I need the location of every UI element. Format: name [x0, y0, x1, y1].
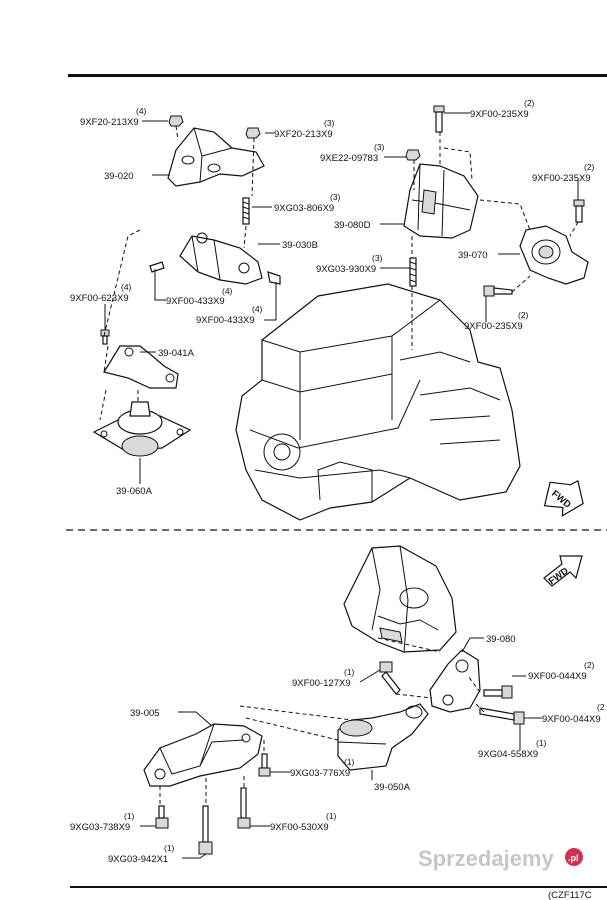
qty-f9: (4): [252, 304, 263, 314]
code-f8: 9XF00-433X9: [166, 296, 225, 307]
label-39-080: 39-080: [486, 634, 516, 645]
qty-f10: (3): [372, 253, 383, 263]
code-f4: 9XE22-09783: [320, 153, 378, 164]
part-39-080-bracket: [429, 649, 481, 713]
code-f9: 9XF00-433X9: [196, 315, 255, 326]
code-f18: 9XF00-530X9: [270, 822, 329, 833]
part-39-080d-bracket: [403, 163, 479, 239]
bolt-433-b: [267, 271, 281, 285]
code-f5: 9XF00-235X9: [532, 173, 591, 184]
label-39-080d: 39-080D: [334, 220, 371, 231]
code-f14: 9XF00-044X9: [542, 714, 601, 725]
qty-f14: (2: [597, 702, 605, 712]
code-f7: 9XF00-623X9: [70, 293, 129, 304]
bolt-235-top: [433, 105, 445, 133]
label-39-005: 39-005: [130, 708, 160, 719]
qty-f8: (4): [222, 286, 233, 296]
code-f17: 9XG03-738X9: [70, 822, 130, 833]
qty-f17: (1): [124, 811, 135, 821]
qty-f16: (1): [344, 757, 355, 767]
engine-block: [235, 283, 521, 521]
qty-f13: (2): [584, 660, 595, 670]
part-39-070-mount: [519, 225, 589, 285]
part-39-030b-bracket: [179, 232, 263, 285]
bolt-433-a: [149, 261, 165, 273]
watermark-logo: Sprzedajemy .pl: [418, 846, 583, 871]
code-f12: 9XF00-127X9: [292, 678, 351, 689]
code-f19: 9XG03-942X1: [108, 854, 168, 865]
qty-f19: (1): [164, 843, 175, 853]
label-39-030b: 39-030B: [282, 240, 318, 251]
code-f2: 9XF20-213X9: [274, 129, 333, 140]
fwd-arrow-bottom-icon: FWD: [543, 555, 583, 587]
bolt-235-lower: [483, 285, 513, 297]
stud-9xg03-806x9: [242, 197, 250, 225]
qty-f5: (2): [584, 162, 595, 172]
code-f15: 9XG04-558X9: [478, 749, 538, 760]
nut-left: [168, 115, 184, 127]
bolt-9xf00-530x9: [237, 787, 251, 829]
qty-f18: (1): [326, 811, 337, 821]
qty-f4: (3): [374, 142, 385, 152]
qty-f11: (2): [518, 310, 529, 320]
qty-f1: (4): [136, 106, 147, 116]
transmission-case: [343, 545, 457, 653]
nut-right: [245, 127, 261, 139]
qty-f15: (1): [536, 738, 547, 748]
qty-f6: (3): [330, 192, 341, 202]
code-f1: 9XF20-213X9: [80, 117, 139, 128]
bolt-9xg03-942x1: [198, 805, 213, 855]
reference-code: (CZF117C: [548, 890, 592, 900]
label-39-020: 39-020: [104, 171, 134, 182]
watermark-text: Sprzedajemy: [418, 846, 554, 871]
label-39-041a: 39-041A: [158, 348, 195, 359]
code-f13: 9XF00-044X9: [528, 671, 587, 682]
bolt-044-upper: [483, 685, 513, 699]
bolt-9xg03-776x9: [258, 753, 271, 777]
part-39-020-bracket: [167, 127, 265, 187]
top-rule: [68, 74, 607, 77]
bolt-044-lower: [479, 707, 525, 725]
label-39-070: 39-070: [458, 250, 488, 261]
code-f3: 9XF00-235X9: [470, 109, 529, 120]
bottom-rule: [70, 886, 607, 888]
watermark-tld: .pl: [568, 853, 579, 863]
fwd-arrow-top-icon: FWD: [543, 479, 584, 517]
qty-f7: (4): [121, 282, 132, 292]
stud-9xg03-930x9: [409, 257, 417, 287]
bolt-235-right: [573, 199, 585, 223]
label-39-050a: 39-050A: [374, 782, 411, 793]
qty-f12: (1): [344, 667, 355, 677]
bolt-9xg03-738x9: [155, 805, 169, 829]
code-f10: 9XG03-930X9: [316, 264, 376, 275]
bolt-9xf00-127x9: [379, 661, 401, 695]
nut-9xe22: [405, 149, 421, 161]
part-39-060a-mount: [92, 401, 192, 457]
code-f16: 9XG03-776X9: [290, 768, 350, 779]
part-39-041a-plate: [103, 345, 179, 389]
code-f6: 9XG03-806X9: [274, 203, 334, 214]
part-39-005-bracket: [143, 723, 263, 787]
qty-f3: (2): [524, 98, 535, 108]
label-39-060a: 39-060A: [116, 486, 153, 497]
part-39-050a-mount: [337, 703, 429, 771]
qty-f2: (3): [324, 118, 335, 128]
code-f11: 9XF00-235X9: [464, 321, 523, 332]
